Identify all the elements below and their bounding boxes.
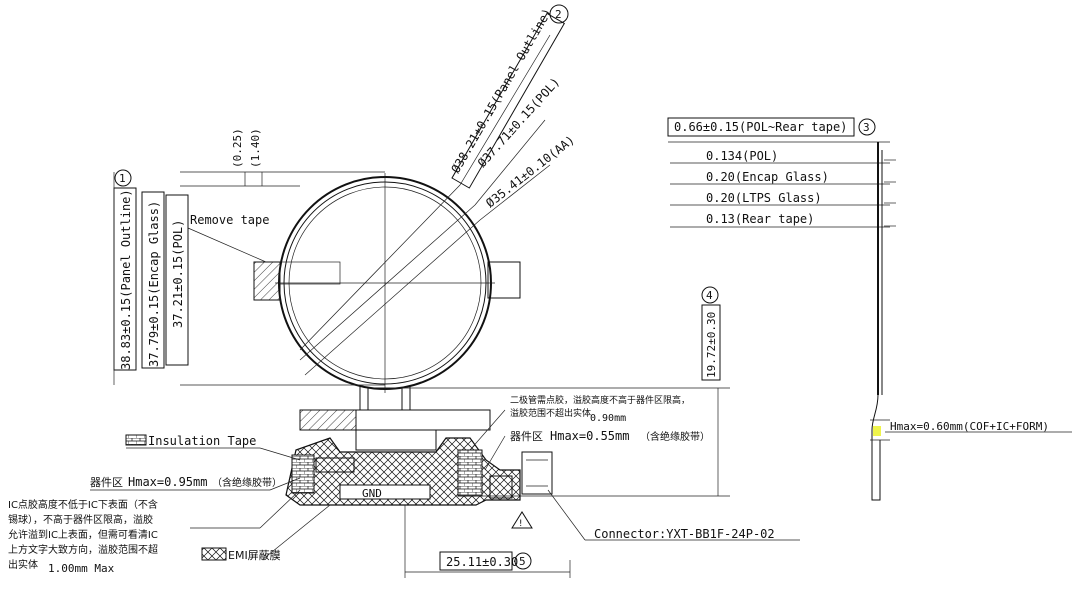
device-area-right-hmax: Hmax=0.55mm — [550, 429, 629, 443]
left-notes: Insulation Tape 器件区 Hmax=0.95mm （含绝缘胶带） … — [8, 434, 331, 575]
device-area-left-hmax: Hmax=0.95mm — [128, 475, 207, 489]
device-area-right-label: 器件区 — [510, 430, 543, 443]
device-area-right-suffix: （含绝缘胶带） — [640, 430, 710, 443]
dim-encap-glass: 37.79±0.15(Encap Glass) — [147, 201, 161, 367]
hmax-highlight — [873, 426, 881, 436]
svg-text:2: 2 — [555, 8, 562, 21]
connector-leader — [547, 489, 586, 541]
diameter-leader-2 — [299, 204, 476, 361]
dim-19-72: 19.72±0.30 — [705, 312, 718, 378]
ic-note-line-3: 允许溢到IC上表面，但需可看清IC — [8, 528, 158, 541]
panel-tab — [487, 261, 521, 299]
device-area-left-suffix: （含绝缘胶带） — [212, 476, 282, 489]
side-view: 0.66±0.15(POL~Rear tape) 3 0.134(POL) 0.… — [667, 117, 1072, 501]
ic-note-line-1: IC点胶高度不低于IC下表面（不含 — [8, 498, 158, 511]
svg-text:3: 3 — [863, 121, 870, 134]
diode-note-line-1: 二极管需点胶，溢胶高度不高于器件区限高， — [510, 394, 690, 406]
gnd-label: GND — [362, 487, 382, 500]
dim-panel-outline: 38.83±0.15(Panel Outline) — [119, 189, 133, 370]
leader-ext-2 — [474, 119, 546, 206]
connector-label: Connector:YXT-BB1F-24P-02 — [594, 527, 775, 541]
stack-total-dim: 0.66±0.15(POL~Rear tape) — [674, 120, 847, 134]
top-dim-025: (0.25) — [231, 128, 244, 168]
diameter-labels: Ø38.21±0.15(Panel Outline) Ø37.71±0.15(P… — [448, 4, 577, 210]
left-dims: 38.83±0.15(Panel Outline) 37.79±0.15(Enc… — [113, 169, 385, 386]
bottom-dim: 25.11±0.30 5 — [404, 505, 571, 578]
fpc-assembly: GND ! — [285, 385, 553, 529]
emi-swatch — [201, 547, 227, 561]
svg-text:!: ! — [518, 519, 523, 529]
layer-ltps: 0.20(LTPS Glass) — [706, 191, 822, 205]
layer-rear-tape: 0.13(Rear tape) — [706, 212, 814, 226]
ic-note-line-5: 出实体 — [8, 558, 38, 571]
remove-tape-area — [253, 261, 281, 301]
ic-note-line-4: 上方文字大致方向，溢胶范围不超 — [8, 543, 158, 556]
balloon-3 — [858, 118, 876, 136]
svg-text:1: 1 — [119, 172, 126, 185]
leader-ext-1 — [459, 34, 551, 186]
svg-text:4: 4 — [706, 289, 713, 302]
diode-note-value: 0.90mm — [590, 413, 626, 424]
top-dims: (0.25) (1.40) — [180, 128, 385, 187]
svg-text:5: 5 — [519, 555, 526, 568]
remove-tape-leader — [187, 227, 267, 263]
remove-tape-outline — [279, 261, 341, 285]
diameter-leader-1 — [299, 184, 461, 351]
ic-note-value: 1.00mm Max — [48, 562, 115, 575]
ic-note-line-2: 锡球），不高于器件区限高，溢胶 — [8, 513, 153, 526]
top-dim-140: (1.40) — [249, 128, 262, 168]
device-area-left-label: 器件区 — [90, 476, 123, 489]
diode-note-line-2: 溢胶范围不超出实体 — [510, 407, 591, 419]
diameter-leader-3 — [304, 219, 481, 376]
right-notes: 二极管需点胶，溢胶高度不高于器件区限高， 溢胶范围不超出实体 0.90mm 器件… — [469, 394, 710, 471]
emi-label: EMI屏蔽膜 — [228, 549, 281, 562]
remove-tape-label: Remove tape — [190, 213, 269, 227]
dim-pol: 37.21±0.15(POL) — [171, 220, 185, 328]
balloon-2 — [549, 4, 569, 24]
panel-front-view: Remove tape — [187, 34, 551, 393]
warning-triangle — [511, 511, 533, 529]
side-hmax: Hmax=0.60mm(COF+IC+FORM) — [890, 420, 1049, 433]
balloon-4 — [701, 286, 719, 304]
dim-25-11: 25.11±0.30 — [446, 555, 518, 569]
right-dim: 19.72±0.30 4 — [390, 286, 730, 497]
connector-body — [521, 451, 553, 495]
layer-encap: 0.20(Encap Glass) — [706, 170, 829, 184]
insulation-tape-swatch — [125, 434, 147, 446]
insulation-tape-label: Insulation Tape — [148, 434, 256, 448]
balloon-5 — [514, 552, 532, 570]
leader-ext-3 — [479, 164, 551, 221]
balloon-1 — [114, 169, 132, 187]
layer-pol: 0.134(POL) — [706, 149, 778, 163]
